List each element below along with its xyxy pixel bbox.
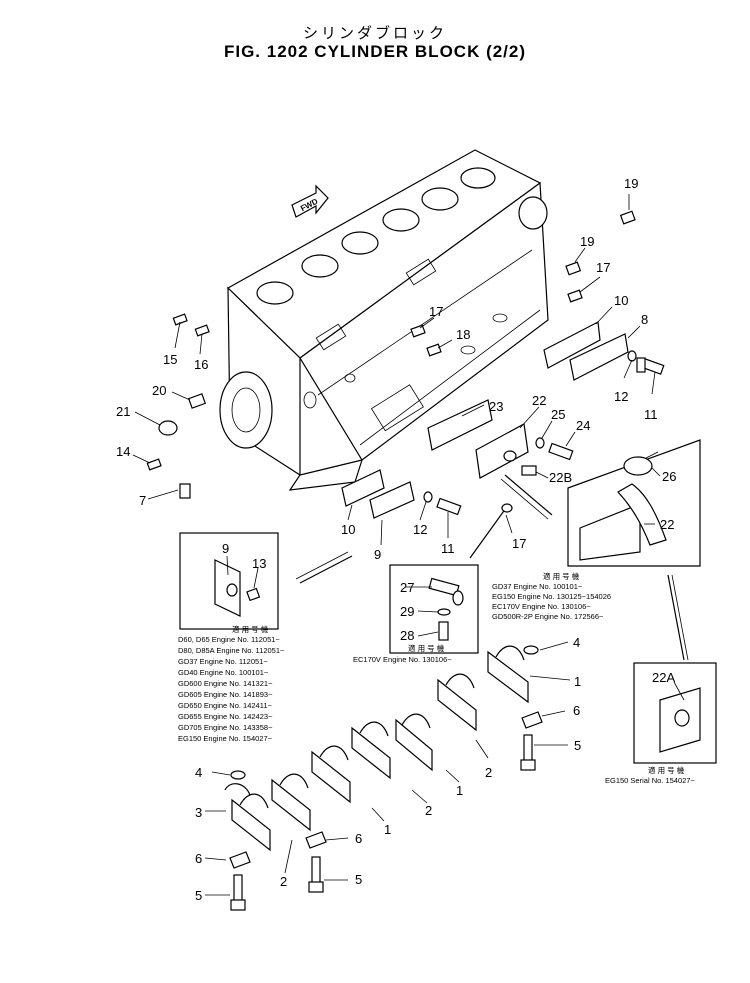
callout-2: 2 [425, 803, 432, 818]
callout-14: 14 [116, 444, 130, 459]
callout-9: 9 [222, 541, 229, 556]
callout-17: 17 [512, 536, 526, 551]
table-row: GD500R-2P Engine No. 172566~ [492, 612, 604, 621]
callout-17: 17 [429, 304, 443, 319]
callout-6: 6 [355, 831, 362, 846]
callout-13: 13 [252, 556, 266, 571]
table-row: GD705 Engine No. 143358~ [178, 723, 273, 732]
table-row: D60, D65 Engine No. 112051~ [178, 635, 280, 644]
callout-22: 22 [532, 393, 546, 408]
callout-11: 11 [644, 407, 658, 422]
callout-1: 1 [384, 822, 391, 837]
table-row: GD655 Engine No. 142423~ [178, 712, 273, 721]
detail-box-9-13 [179, 532, 279, 630]
callout-2: 2 [485, 765, 492, 780]
callout-25: 25 [551, 407, 565, 422]
table-row: GD37 Engine No. 100101~ [492, 582, 583, 591]
callout-4: 4 [195, 765, 202, 780]
callout-6: 6 [195, 851, 202, 866]
callout-5: 5 [574, 738, 581, 753]
figure-title: FIG. 1202 CYLINDER BLOCK (2/2) [223, 42, 527, 61]
callout-9: 9 [374, 547, 381, 562]
callout-5: 5 [195, 888, 202, 903]
applicability-table-22A: 適 用 号 機 EG150 Serial No. 154027~ [605, 765, 695, 785]
callout-22B: 22B [549, 470, 572, 485]
callout-10: 10 [614, 293, 628, 308]
callout-19: 19 [580, 234, 594, 249]
callout-1: 1 [574, 674, 581, 689]
table-row: EG150 Serial No. 154027~ [605, 776, 695, 785]
callout-5: 5 [355, 872, 362, 887]
table-row: GD600 Engine No. 141321~ [178, 679, 273, 688]
main-bearing-caps [224, 645, 543, 911]
callout-7: 7 [139, 493, 146, 508]
callout-20: 20 [152, 383, 166, 398]
callout-10: 10 [341, 522, 355, 537]
callout-26: 26 [662, 469, 676, 484]
callout-22: 22 [660, 517, 674, 532]
table-row: GD37 Engine No. 112051~ [178, 657, 268, 666]
callout-24: 24 [576, 418, 590, 433]
leader-arrow-22A [667, 574, 685, 661]
table-row: EC170V Engine No. 130106~ [492, 602, 591, 611]
table-header: 適 用 号 機 [408, 643, 445, 653]
callout-11: 11 [441, 541, 455, 556]
callout-21: 21 [116, 404, 130, 419]
detail-box-27-28-29 [389, 564, 479, 654]
callout-29: 29 [400, 604, 414, 619]
applicability-table-left: 適 用 号 機 D60, D65 Engine No. 112051~ D80,… [178, 624, 285, 743]
callout-22A: 22A [652, 670, 675, 685]
callout-16: 16 [194, 357, 208, 372]
figure-title-japanese: シリンダブロック [302, 25, 447, 42]
table-row: EG150 Engine No. 154027~ [178, 734, 273, 743]
callout-28: 28 [400, 628, 414, 643]
applicability-table-right: 適 用 号 機 GD37 Engine No. 100101~ EG150 En… [492, 571, 611, 621]
callout-2: 2 [280, 874, 287, 889]
leader-lines [132, 194, 685, 896]
table-row: GD650 Engine No. 142411~ [178, 701, 273, 710]
table-header: 適 用 号 機 [648, 765, 685, 775]
callout-23: 23 [489, 399, 503, 414]
callout-1: 1 [456, 783, 463, 798]
detail-box-22A [633, 662, 717, 764]
cylinder-block [219, 149, 549, 491]
applicability-table-middle: 適 用 号 機 EC170V Engine No. 130106~ [353, 643, 452, 664]
callout-8: 8 [641, 312, 648, 327]
table-row: EG150 Engine No. 130125~154026 [492, 592, 611, 601]
callout-18: 18 [456, 327, 470, 342]
callout-6: 6 [573, 703, 580, 718]
detail-box-22-26 [567, 439, 701, 567]
table-row: D80, D85A Engine No. 112051~ [178, 646, 285, 655]
callout-4: 4 [573, 635, 580, 650]
table-row: GD40 Engine No. 100101~ [178, 668, 269, 677]
callout-3: 3 [195, 805, 202, 820]
forward-arrow-icon: FWD [291, 184, 329, 218]
callout-12: 12 [614, 389, 628, 404]
table-header: 適 用 号 機 [232, 624, 269, 634]
callout-12: 12 [413, 522, 427, 537]
small-parts [146, 210, 665, 559]
callout-numbers: 19 19 17 10 8 17 18 12 11 15 16 20 21 14… [116, 176, 676, 903]
callout-17: 17 [596, 260, 610, 275]
table-header: 適 用 号 機 [543, 571, 580, 581]
callout-19: 19 [624, 176, 638, 191]
table-row: GD605 Engine No. 141893~ [178, 690, 273, 699]
callout-27: 27 [400, 580, 414, 595]
table-row: EC170V Engine No. 130106~ [353, 655, 452, 664]
leader-arrow-left [299, 555, 353, 584]
callout-15: 15 [163, 352, 177, 367]
